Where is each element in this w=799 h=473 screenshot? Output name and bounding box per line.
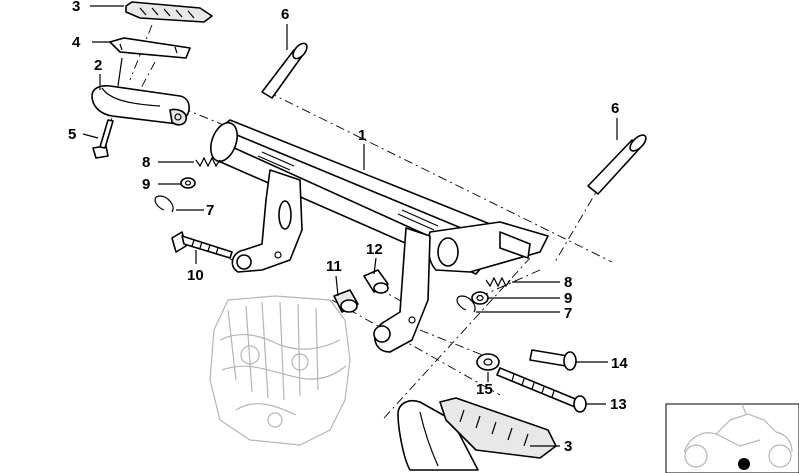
callout-4: 4 bbox=[72, 34, 81, 51]
callout-5: 5 bbox=[68, 126, 76, 143]
callout-12: 12 bbox=[366, 241, 383, 258]
engine-ghost-outline bbox=[209, 295, 351, 446]
callout-7-left: 7 bbox=[206, 202, 214, 219]
part-7-clip-right bbox=[456, 295, 476, 313]
part-12-sleeve bbox=[363, 269, 389, 294]
part-10-bolt bbox=[171, 231, 233, 259]
callout-2: 2 bbox=[94, 57, 102, 74]
motorcycle-silhouette-icon bbox=[683, 403, 793, 468]
part-8-spring-left bbox=[195, 156, 221, 168]
part-1-footrest-carrier bbox=[210, 119, 549, 353]
callout-8-left: 8 bbox=[142, 154, 150, 171]
callout-9-right: 9 bbox=[564, 290, 572, 307]
part-15-washer bbox=[476, 353, 500, 371]
part-4-plate bbox=[109, 37, 191, 59]
callout-8-right: 8 bbox=[564, 274, 572, 291]
part-6-pin-left bbox=[261, 42, 308, 99]
callout-3-bottom: 3 bbox=[564, 438, 572, 455]
part-8-spring-right bbox=[485, 276, 511, 288]
callout-14: 14 bbox=[611, 355, 628, 372]
callout-9-left: 9 bbox=[142, 176, 150, 193]
part-2-footrest bbox=[91, 85, 190, 126]
callout-13: 13 bbox=[610, 396, 627, 413]
part-13-bolt bbox=[496, 367, 587, 413]
part-11-bush bbox=[333, 289, 359, 313]
part-3-footrest-rubber-top bbox=[125, 1, 213, 23]
part-9-washer-right bbox=[471, 291, 489, 305]
part-3-footrest-bottom bbox=[397, 397, 557, 471]
callout-6-right: 6 bbox=[611, 100, 619, 117]
callout-15: 15 bbox=[476, 381, 493, 398]
callout-10: 10 bbox=[187, 267, 204, 284]
callout-3-top: 3 bbox=[72, 0, 80, 15]
part-14-bolt bbox=[529, 349, 577, 371]
callout-labels: 3 4 2 5 6 1 6 8 9 7 10 11 12 8 9 7 14 15… bbox=[68, 0, 628, 455]
callout-11: 11 bbox=[326, 258, 342, 275]
part-5-bolt bbox=[92, 119, 114, 159]
location-marker bbox=[738, 458, 750, 470]
motorcycle-thumbnail bbox=[665, 403, 799, 473]
callout-1: 1 bbox=[358, 127, 366, 144]
callout-7-right: 7 bbox=[564, 305, 572, 322]
part-6-pin-right bbox=[587, 134, 647, 195]
callout-leaders bbox=[82, 5, 618, 447]
part-9-washer-left bbox=[180, 177, 196, 189]
callout-6-left: 6 bbox=[281, 6, 289, 23]
part-7-clip-left bbox=[154, 195, 174, 213]
